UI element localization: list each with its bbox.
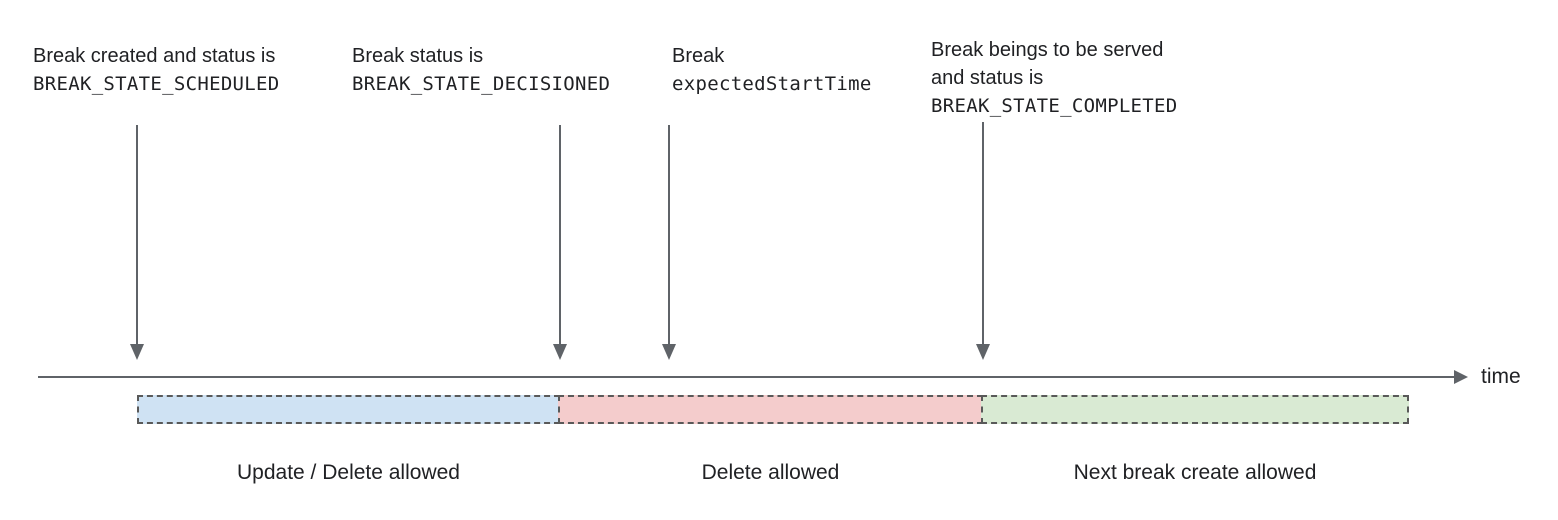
- annotation-text: and status is: [931, 67, 1044, 89]
- annotation-text: Break beings to be served: [931, 39, 1164, 61]
- segment-delete-allowed: [558, 395, 983, 424]
- annotation-text: Break: [672, 45, 725, 67]
- annotation-state-code: BREAK_STATE_COMPLETED: [931, 95, 1178, 117]
- annotation-break-completed: Break beings to be served and status is …: [931, 36, 1178, 120]
- down-arrow-icon: [553, 125, 567, 360]
- segment-label: Next break create allowed: [1073, 461, 1317, 484]
- segment-next-break-create-allowed: [981, 395, 1409, 424]
- annotation-break-scheduled: Break created and status is BREAK_STATE_…: [33, 42, 280, 98]
- annotation-text: Break status is: [352, 45, 484, 67]
- annotation-expected-start-time: Break expectedStartTime: [672, 42, 872, 98]
- timeline-axis-label: time: [1481, 365, 1521, 388]
- segment-label: Delete allowed: [701, 461, 840, 484]
- annotation-state-code: BREAK_STATE_DECISIONED: [352, 73, 611, 95]
- annotation-field-code: expectedStartTime: [672, 73, 872, 95]
- right-arrow-icon: [1454, 370, 1468, 384]
- segment-label: Update / Delete allowed: [237, 461, 460, 484]
- annotation-state-code: BREAK_STATE_SCHEDULED: [33, 73, 280, 95]
- segment-update-delete-allowed: [137, 395, 560, 424]
- annotation-text: Break created and status is: [33, 45, 276, 67]
- down-arrow-icon: [662, 125, 676, 360]
- timeline-axis: [38, 376, 1456, 378]
- down-arrow-icon: [130, 125, 144, 360]
- annotation-break-decisioned: Break status is BREAK_STATE_DECISIONED: [352, 42, 610, 98]
- down-arrow-icon: [976, 122, 990, 360]
